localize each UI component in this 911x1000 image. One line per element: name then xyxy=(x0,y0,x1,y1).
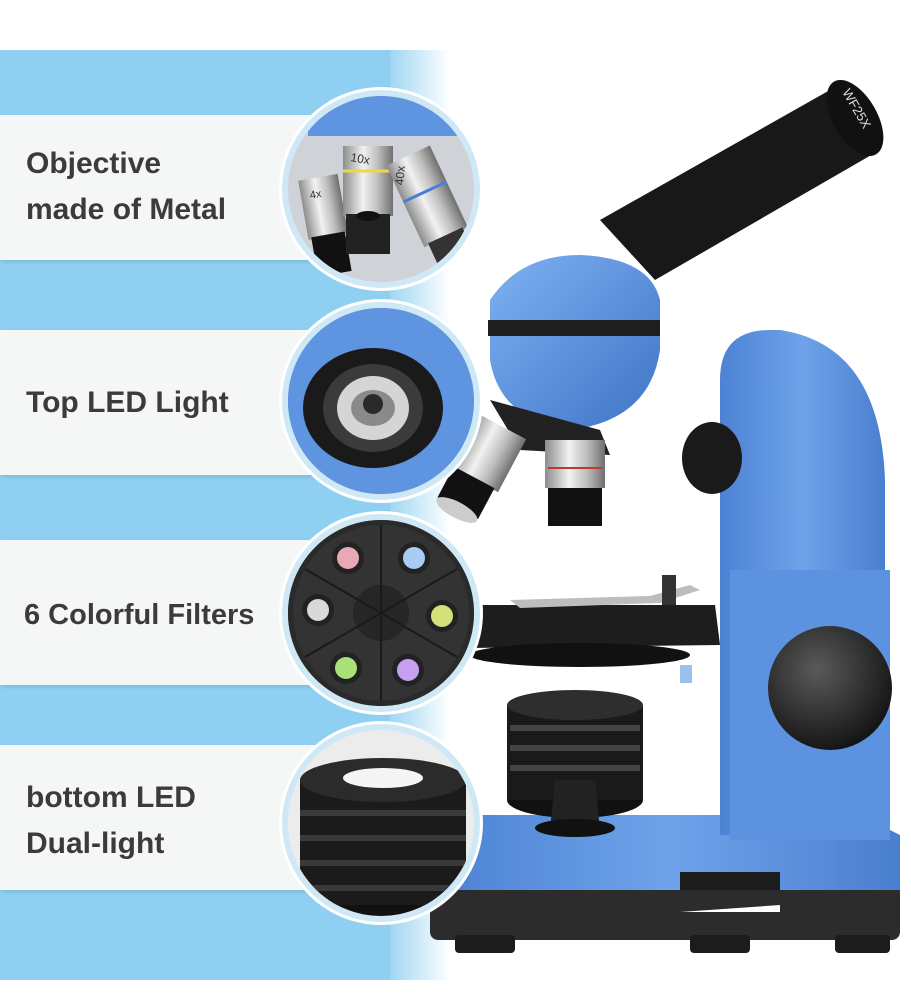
color-filter xyxy=(431,605,453,627)
svg-text:10x: 10x xyxy=(349,150,370,167)
bottom-led-detail-image xyxy=(282,724,480,922)
color-filter xyxy=(397,659,419,681)
color-filter xyxy=(335,657,357,679)
color-filter xyxy=(337,547,359,569)
fine-knob xyxy=(682,422,742,494)
base-foot xyxy=(430,880,900,940)
feature-label: Dual-light xyxy=(26,827,165,860)
filter-wheel-detail-image xyxy=(282,514,480,712)
stage xyxy=(465,605,720,648)
feature-card-bottom-led: bottom LED Dual-light xyxy=(0,745,330,890)
objective-lens xyxy=(545,440,605,488)
feature-card-top-led: Top LED Light xyxy=(0,330,330,475)
feature-card-filters: 6 Colorful Filters xyxy=(0,540,330,685)
feature-card-objective: Objective made of Metal xyxy=(0,115,330,260)
objective-detail-image: 4x 10x 40x xyxy=(282,90,480,288)
switch xyxy=(680,872,780,890)
feature-label: made of Metal xyxy=(26,193,227,226)
eyepiece-tube xyxy=(600,90,880,280)
svg-text:40x: 40x xyxy=(392,165,408,186)
feature-label: 6 Colorful Filters xyxy=(24,599,255,631)
color-filter xyxy=(307,599,329,621)
svg-text:4x: 4x xyxy=(309,188,323,202)
feature-label: Top LED Light xyxy=(26,386,229,419)
color-filter xyxy=(403,547,425,569)
feature-label: bottom LED xyxy=(26,781,196,814)
bottom-light-stack xyxy=(507,690,643,837)
head xyxy=(490,255,660,430)
feature-label: Objective xyxy=(26,147,162,180)
top-led-detail-image xyxy=(282,302,480,500)
focus-knob xyxy=(768,626,892,750)
